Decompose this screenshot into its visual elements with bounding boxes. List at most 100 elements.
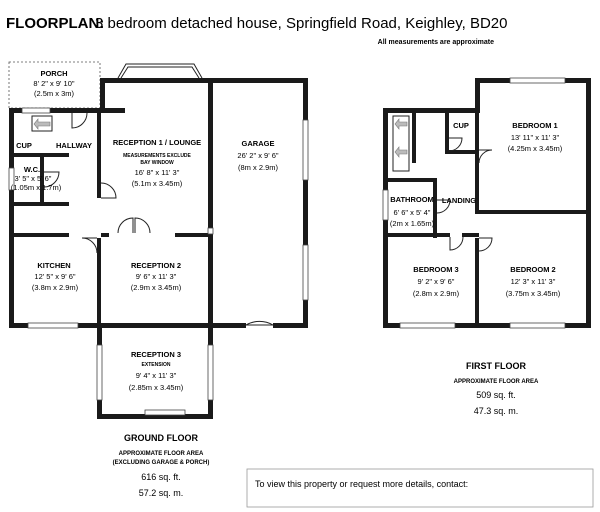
- garage-door-swing: [245, 320, 274, 326]
- reception-3-label: RECEPTION 3: [131, 350, 181, 359]
- wall: [9, 108, 14, 328]
- wall: [100, 78, 212, 83]
- bedroom-2-metric: (3.75m x 3.45m): [506, 289, 561, 298]
- wall: [208, 78, 308, 83]
- door: [43, 171, 60, 188]
- window: [207, 344, 214, 401]
- window: [382, 189, 389, 221]
- ground-floor-sqm: 57.2 sq. m.: [139, 488, 184, 498]
- wc-label: W.C.: [24, 165, 40, 174]
- wc-dims: 3' 5" x 5' 6": [15, 174, 52, 183]
- stairs-arrow-icon: [394, 146, 408, 158]
- wall: [97, 113, 101, 198]
- floorplan-title-address: 3 bedroom detached house, Springfield Ro…: [95, 15, 508, 32]
- bathroom-metric: (2m x 1.65m): [390, 219, 435, 228]
- window: [509, 322, 566, 329]
- garage-dims: 26' 2" x 9' 6": [237, 151, 278, 160]
- wall: [9, 202, 69, 206]
- wc-metric: (1.05m x 1.7m): [11, 183, 62, 192]
- first-floor-sqft: 509 sq. ft.: [476, 390, 516, 400]
- door: [448, 137, 463, 152]
- window: [96, 344, 103, 401]
- stairs-arrow-icon: [33, 118, 51, 130]
- window: [21, 107, 51, 114]
- ground-floor-summary: GROUND FLOOR APPROXIMATE FLOOR AREA (EXC…: [113, 433, 210, 498]
- wall: [9, 323, 210, 328]
- first-floor-heading: FIRST FLOOR: [466, 361, 526, 371]
- door: [449, 236, 464, 251]
- window: [399, 322, 456, 329]
- door: [478, 149, 493, 164]
- bedroom-3-metric: (2.8m x 2.9m): [413, 289, 460, 298]
- wall: [208, 78, 213, 328]
- garage-metric: (8m x 2.9m): [238, 163, 279, 172]
- porch-dims: 8' 2" x 9' 10": [33, 79, 74, 88]
- door: [436, 199, 451, 214]
- first-floor-sqm: 47.3 sq. m.: [474, 406, 519, 416]
- bay-window-inner: [120, 66, 200, 79]
- ground-floor-area-note: (EXCLUDING GARAGE & PORCH): [113, 460, 210, 466]
- ground-floor-area-label: APPROXIMATE FLOOR AREA: [119, 451, 204, 457]
- landing-label: LANDING: [442, 196, 476, 205]
- reception-3-metric: (2.85m x 3.45m): [129, 383, 184, 392]
- lounge-label: RECEPTION 1 / LOUNGE: [113, 138, 201, 147]
- kitchen-label: KITCHEN: [37, 261, 70, 270]
- stairs-arrow-icon: [394, 118, 408, 130]
- wall: [445, 150, 477, 154]
- lounge-note-2: BAY WINDOW: [140, 160, 174, 166]
- porch-label: PORCH: [40, 69, 67, 78]
- door: [478, 237, 493, 252]
- bathroom-label: BATHROOM: [390, 195, 434, 204]
- reception-3-dims: 9' 4" x 11' 3": [136, 371, 177, 380]
- window: [509, 77, 566, 84]
- window: [302, 119, 309, 181]
- wall: [445, 113, 449, 153]
- wall: [97, 414, 213, 419]
- contact-box-frame: [246, 468, 594, 508]
- measurement-note: All measurements are approximate: [378, 39, 494, 46]
- bedroom-1-dims: 13' 11" x 11' 3": [511, 133, 560, 142]
- bay-window: [117, 63, 203, 79]
- wall: [383, 323, 591, 328]
- floorplan-title-label: FLOORPLAN:: [6, 15, 104, 32]
- wall: [9, 153, 69, 157]
- porch-metric: (2.5m x 3m): [34, 89, 75, 98]
- bedroom-2-label: BEDROOM 2: [510, 265, 555, 274]
- bedroom-1-metric: (4.25m x 3.45m): [508, 144, 563, 153]
- wall: [303, 78, 308, 328]
- contact-text: To view this property or request more de…: [255, 479, 468, 489]
- wall: [433, 178, 437, 238]
- wall: [208, 323, 246, 328]
- window: [207, 227, 214, 235]
- first-floor-plan: CUP BEDROOM 1 13' 11" x 11' 3" (4.25m x …: [382, 77, 591, 329]
- door: [100, 182, 117, 199]
- stairs: [31, 115, 53, 132]
- garage-label: GARAGE: [242, 139, 275, 148]
- contact-box: To view this property or request more de…: [246, 468, 594, 508]
- ground-floor-plan: PORCH 8' 2" x 9' 10" (2.5m x 3m) HALLWAY…: [8, 61, 309, 419]
- lounge-metric: (5.1m x 3.45m): [132, 179, 183, 188]
- wall: [273, 323, 308, 328]
- wall: [475, 238, 479, 328]
- wall: [101, 233, 109, 237]
- reception-2-label: RECEPTION 2: [131, 261, 181, 270]
- cup-label: CUP: [453, 121, 469, 130]
- wall: [40, 157, 44, 205]
- wall: [462, 233, 479, 237]
- door: [134, 217, 151, 234]
- wall: [586, 78, 591, 328]
- window: [27, 322, 79, 329]
- wall: [383, 108, 480, 113]
- first-floor-summary: FIRST FLOOR APPROXIMATE FLOOR AREA 509 s…: [454, 361, 539, 416]
- door: [117, 217, 134, 234]
- kitchen-metric: (3.8m x 2.9m): [32, 283, 79, 292]
- bedroom-1-label: BEDROOM 1: [512, 121, 557, 130]
- wall: [97, 238, 101, 328]
- window: [144, 409, 186, 416]
- hallway-label: HALLWAY: [56, 141, 92, 150]
- wall: [388, 178, 433, 182]
- kitchen-dims: 12' 5" x 9' 6": [34, 272, 75, 281]
- cup-label: CUP: [16, 141, 32, 150]
- window: [8, 167, 15, 191]
- wall: [9, 108, 125, 113]
